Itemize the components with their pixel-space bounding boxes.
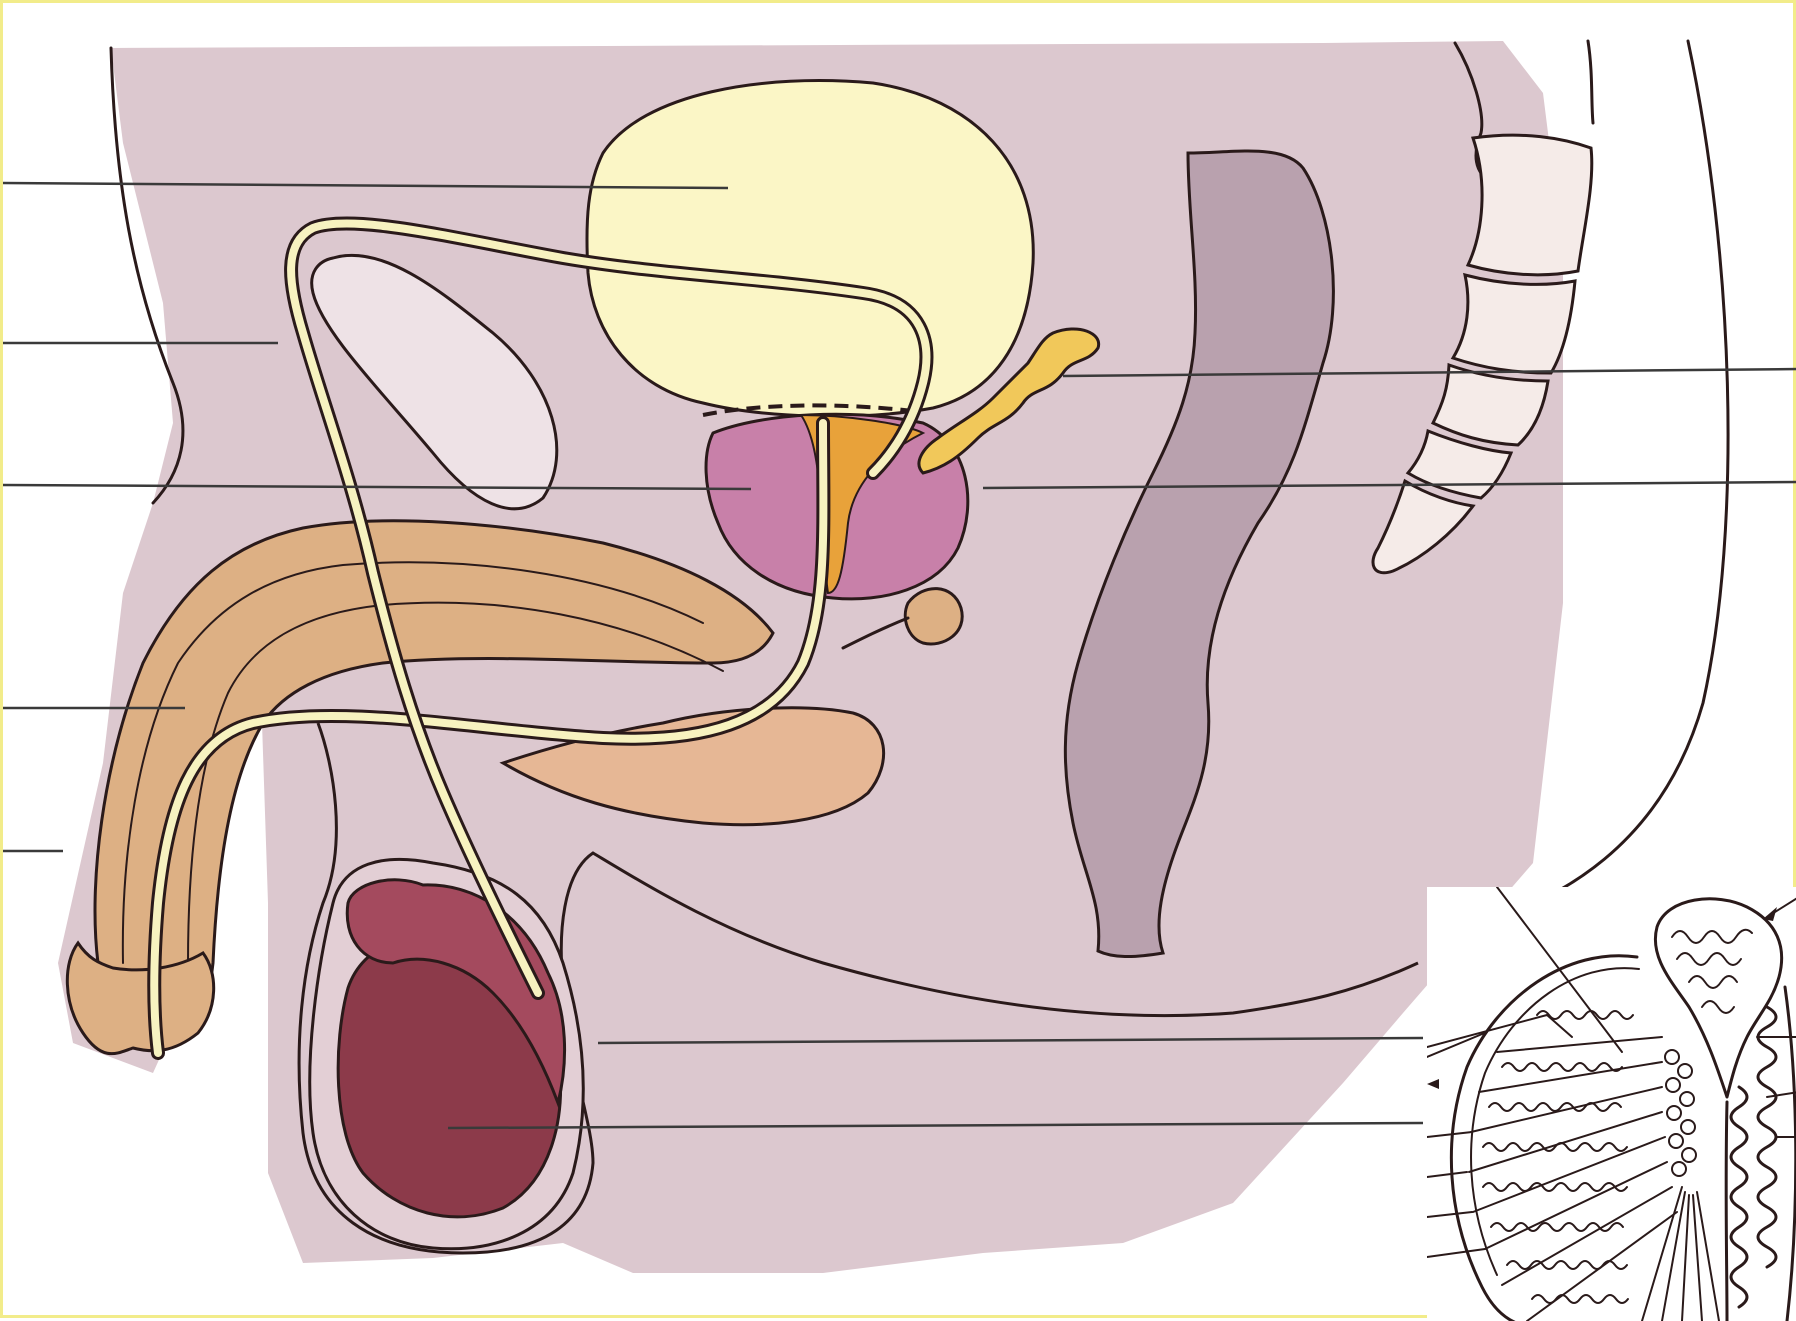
epididymis-inner-wall [1726, 1102, 1727, 1321]
epididymis-body-zigzag [1758, 1007, 1776, 1267]
epididymis-head-outline [1655, 899, 1781, 1097]
inset-arrowhead-left [1427, 1079, 1439, 1089]
testis-section-inset [1427, 887, 1796, 1321]
inset-arrowhead-top-right [1763, 907, 1777, 921]
vertebra-1 [1468, 135, 1592, 275]
efferent-lines [1642, 1187, 1719, 1321]
epididymis-body-zigzag-2 [1731, 1087, 1747, 1307]
sacrum-back-outline [1588, 41, 1593, 123]
vertebra-2 [1453, 275, 1575, 373]
tunica-inner-outline [1471, 968, 1639, 1275]
testis-section-drawing [1427, 887, 1796, 1321]
inset-pointer-lines [1427, 887, 1796, 1257]
rete-testis [1665, 1050, 1696, 1176]
urinary-bladder [587, 81, 1033, 417]
lobule-septa [1469, 1037, 1677, 1321]
bulbourethral-gland [905, 589, 962, 644]
